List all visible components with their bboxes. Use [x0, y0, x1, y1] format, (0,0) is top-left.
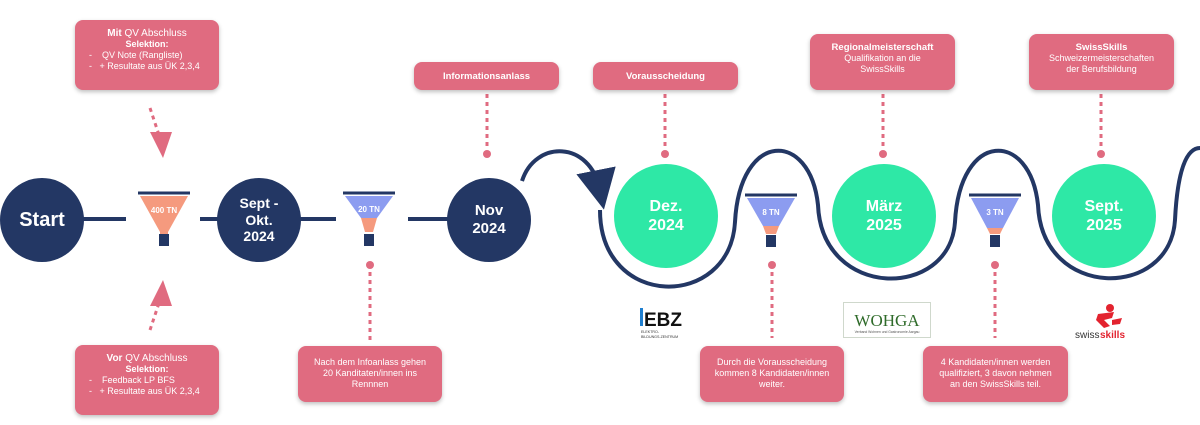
step-sept-line2: 2025	[1086, 217, 1122, 234]
wohga-logo: WOHGA Verband Wohnen und Gastronomie Aar…	[843, 302, 931, 338]
box-mit-item-2-text: + Resultate aus ÜK 2,3,4	[99, 61, 200, 71]
step-dez-line2: 2024	[648, 217, 684, 234]
step-dez-line1: Dez.	[649, 197, 683, 215]
box-swissskills-title: SwissSkills	[1075, 42, 1128, 53]
box-mit-title-rest: QV Abschluss	[121, 28, 187, 39]
infoanlass-note-line3: Rennnen	[351, 379, 389, 389]
svg-text:BILDUNGS-ZENTRUM: BILDUNGS-ZENTRUM	[641, 335, 678, 339]
connector-vorausscheidung	[661, 94, 669, 158]
box-vorausscheidung: Vorausscheidung	[593, 62, 738, 90]
svg-text:WOHGA: WOHGA	[854, 311, 920, 330]
step-sept-2025: Sept. 2025	[1052, 164, 1156, 268]
step-sept-okt-line1: Sept -	[239, 194, 279, 211]
vorausscheidung-note-line1: Durch die Vorausscheidung	[716, 357, 828, 367]
timeline-wave-main	[598, 146, 1200, 289]
step-sept-okt-2024: Sept - Okt. 2024	[217, 178, 301, 262]
connector-swissskills	[1097, 94, 1105, 158]
box-vor-item-2-text: + Resultate aus ÜK 2,3,4	[99, 386, 200, 396]
connector-informationsanlass	[483, 94, 491, 158]
box-vor-title-rest: QV Abschluss	[122, 353, 188, 364]
funnel-2	[343, 191, 395, 246]
step-sept-okt-line2: Okt.	[245, 211, 273, 228]
box-mit-item-2: - + Resultate aus ÜK 2,3,4	[89, 61, 200, 71]
box-vor-qv: Vor QV Abschluss Selektion: - Feedback L…	[75, 345, 219, 415]
box-regional-line2: SwissSkills	[860, 64, 905, 74]
connector-vorausscheidung-note	[768, 261, 776, 338]
box-swissskills: SwissSkills Schweizermeisterschaften der…	[1029, 34, 1174, 90]
step-maerz-line2: 2025	[866, 217, 902, 234]
step-nov-line1: Nov	[474, 202, 504, 219]
kandidaten-note-line3: an den SwissSkills teil.	[949, 379, 1042, 389]
funnel-2-label: 20 TN	[358, 205, 380, 214]
box-informationsanlass: Informationsanlass	[414, 62, 559, 90]
box-vor-item-2: - + Resultate aus ÜK 2,3,4	[89, 386, 200, 396]
svg-text:skills: skills	[1100, 330, 1125, 341]
infoanlass-note-line1: Nach dem Infoanlass gehen	[313, 357, 427, 367]
step-sept-line1: Sept.	[1084, 197, 1124, 215]
box-mit-item-1: - QV Note (Rangliste)	[89, 50, 183, 60]
box-informationsanlass-title: Informationsanlass	[442, 71, 531, 82]
kandidaten-note-line1: 4 Kandidaten/innen werden	[940, 357, 1051, 367]
svg-text:EBZ: EBZ	[644, 310, 682, 331]
connector-regional	[879, 94, 887, 158]
svg-text:ELEKTRO-: ELEKTRO-	[641, 330, 660, 334]
step-dez-2024: Dez. 2024	[614, 164, 718, 268]
box-regionalmeisterschaft: Regionalmeisterschaft Qualifikation an d…	[810, 34, 955, 90]
step-maerz-2025: März 2025	[832, 164, 936, 268]
step-nov-line2: 2024	[472, 220, 506, 237]
kandidaten-note-line2: qualifiziert, 3 davon nehmen	[939, 368, 1052, 378]
step-maerz-line1: März	[865, 197, 903, 215]
connector-infoanlass-note	[366, 261, 374, 344]
box-infoanlass-note: Nach dem Infoanlass gehen 20 Kanditaten/…	[298, 346, 442, 402]
funnel-3	[745, 193, 797, 247]
ebz-logo: EBZ ELEKTRO- BILDUNGS-ZENTRUM	[640, 306, 692, 342]
step-sept-okt-line3: 2024	[243, 228, 275, 245]
box-regional-line1: Qualifikation an die	[844, 53, 921, 63]
box-vor-item-1-text: Feedback LP BFS	[102, 375, 175, 385]
box-vorausscheidung-note: Durch die Vorausscheidung kommen 8 Kandi…	[700, 346, 844, 402]
vorausscheidung-note-line3: weiter.	[758, 379, 785, 389]
funnel-4	[969, 193, 1021, 247]
funnel-4-label: 3 TN	[986, 208, 1004, 217]
box-regional-title: Regionalmeisterschaft	[831, 42, 934, 53]
vorausscheidung-note-line2: kommen 8 Kandidaten/innen	[714, 368, 830, 378]
svg-text:swiss: swiss	[1075, 330, 1099, 341]
funnel-1-label: 400 TN	[151, 206, 177, 215]
box-mit-selektion: Selektion:	[125, 39, 169, 49]
step-nov-2024: Nov 2024	[447, 178, 531, 262]
box-swissskills-line2: der Berufsbildung	[1066, 64, 1137, 74]
funnel-3-label: 8 TN	[762, 208, 780, 217]
box-mit-qv: Mit QV Abschluss Selektion: - QV Note (R…	[75, 20, 219, 90]
box-vor-item-1: - Feedback LP BFS	[89, 375, 175, 385]
box-kandidaten-note: 4 Kandidaten/innen werden qualifiziert, …	[923, 346, 1068, 402]
arrow-from-mit	[148, 107, 172, 158]
infoanlass-note-line2: 20 Kanditaten/innen ins	[322, 368, 418, 378]
box-swissskills-line1: Schweizermeisterschaften	[1048, 53, 1155, 63]
swissskills-logo: swiss skills	[1074, 300, 1130, 342]
box-vor-selektion: Selektion:	[125, 364, 169, 374]
box-vor-title-bold: Vor	[106, 353, 123, 364]
box-vorausscheidung-title: Vorausscheidung	[625, 71, 705, 82]
box-mit-item-1-text: QV Note (Rangliste)	[102, 50, 183, 60]
funnel-1	[138, 191, 190, 246]
svg-text:Verband Wohnen und Gastronomie: Verband Wohnen und Gastronomie Aargau	[855, 330, 920, 334]
connector-kandidaten-note	[991, 261, 999, 338]
arrow-from-vor	[148, 280, 172, 331]
box-mit-title-bold: Mit	[107, 28, 122, 39]
timeline-wave	[520, 149, 616, 210]
step-start-label: Start	[19, 209, 65, 231]
step-start: Start	[0, 178, 84, 262]
